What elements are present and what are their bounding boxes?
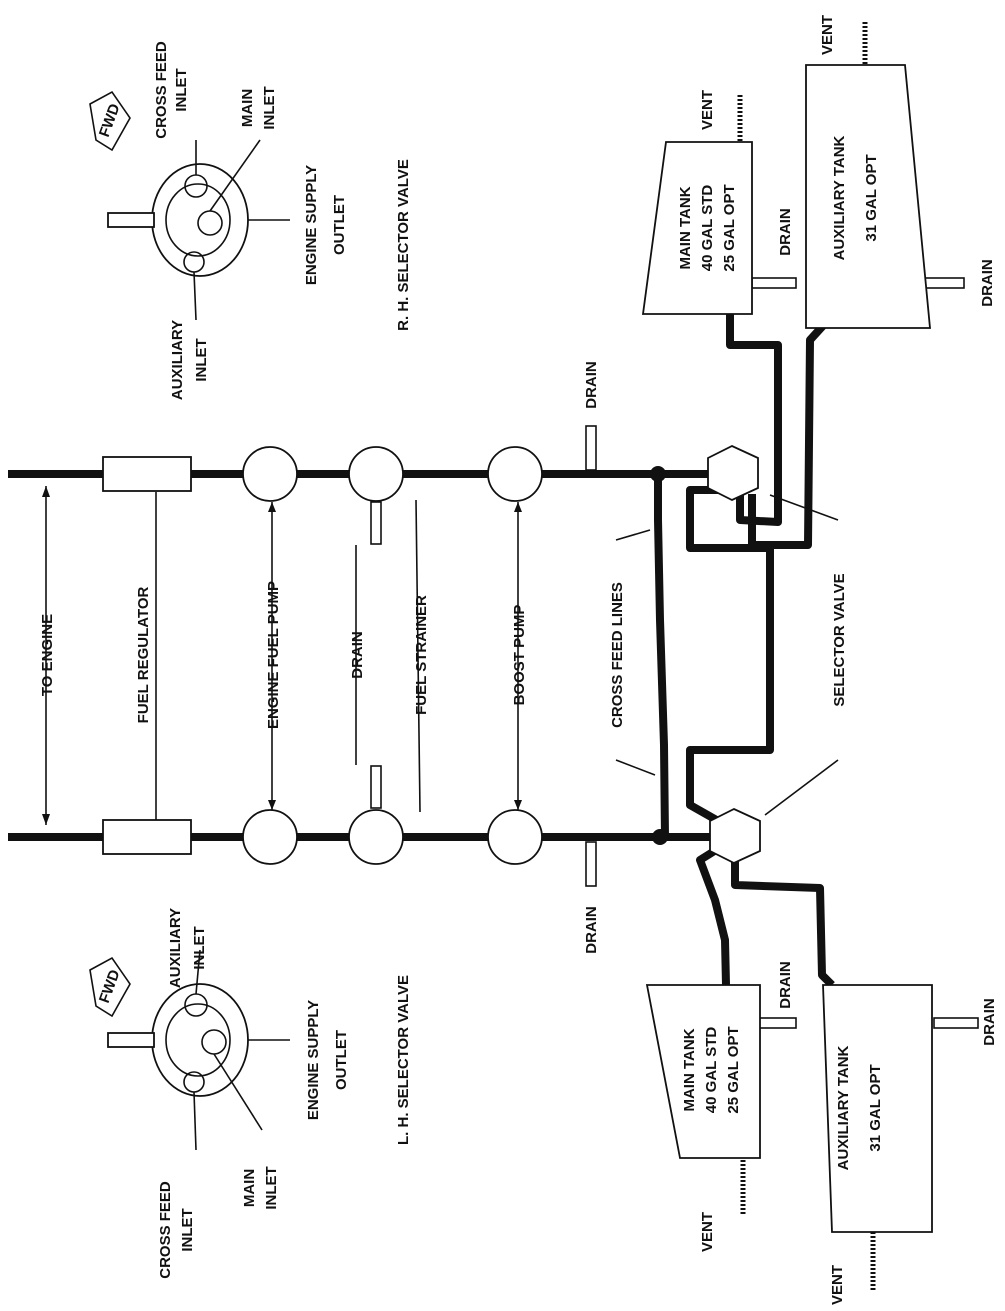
- rh-auxiliary-inlet-line2: INLET: [193, 338, 210, 381]
- lh-fuel-regulator: [102, 819, 192, 855]
- lh-aux-tank-line2: 31 GAL OPT: [867, 1064, 884, 1151]
- lh-auxiliary-inlet-line2: INLET: [191, 926, 208, 969]
- lh-selector-valve-title: L. H. SELECTOR VALVE: [395, 975, 412, 1145]
- rh-selector-valve: [707, 445, 759, 501]
- lh-valve-detail: [89, 949, 290, 1151]
- rh-engine-supply-outlet-line2: OUTLET: [331, 195, 348, 255]
- selector-valve-label: SELECTOR VALVE: [831, 573, 848, 706]
- drain-label-rh-aux: DRAIN: [979, 259, 996, 307]
- drain-label-lh-main: DRAIN: [777, 961, 794, 1009]
- rh-engine-fuel-pump: [242, 446, 298, 502]
- lh-fwd-label: FWD: [96, 967, 124, 1005]
- to-engine-label: TO ENGINE: [39, 614, 56, 696]
- fuel-regulator-label: FUEL REGULATOR: [135, 586, 152, 723]
- rh-aux-tank-line2: 31 GAL OPT: [863, 154, 880, 241]
- lh-main-tank-line2: 40 GAL STD: [703, 1027, 720, 1114]
- rh-crossfeed-junction: [650, 466, 666, 482]
- lh-main-tank-line1: MAIN TANK: [681, 1028, 698, 1111]
- lh-main-tank: [645, 984, 761, 1159]
- lh-cross-feed-inlet-line1: CROSS FEED: [157, 1181, 174, 1279]
- rh-main-tank-line2: 40 GAL STD: [699, 185, 716, 272]
- rh-fwd-label: FWD: [96, 101, 124, 139]
- lh-aux-tank-line1: AUXILIARY TANK: [835, 1045, 852, 1170]
- leader-lines: [42, 486, 839, 825]
- boost-pump-label: BOOST PUMP: [511, 605, 528, 706]
- fuel-strainer-label: FUEL STRAINER: [413, 595, 430, 715]
- drain-label-center: DRAIN: [349, 631, 366, 679]
- lh-main-inlet-line1: MAIN: [241, 1169, 258, 1207]
- rh-fuel-regulator: [102, 456, 192, 492]
- lh-main-inlet-line2: INLET: [263, 1166, 280, 1209]
- lh-selector-valve: [709, 808, 761, 864]
- rh-selector-valve-title: R. H. SELECTOR VALVE: [395, 159, 412, 331]
- drain-label-rh-line: DRAIN: [583, 361, 600, 409]
- rh-boost-pump: [487, 446, 543, 502]
- rh-cross-feed-inlet-line2: INLET: [173, 68, 190, 111]
- drain-label-lh-aux: DRAIN: [981, 998, 998, 1046]
- vents: [737, 22, 876, 1292]
- lh-tank-lines: [696, 846, 835, 988]
- vent-label-rh-main: VENT: [699, 90, 716, 130]
- rh-main-tank-line1: MAIN TANK: [677, 186, 694, 269]
- rh-aux-tank-line1: AUXILIARY TANK: [831, 135, 848, 260]
- rh-engine-supply-outlet-line1: ENGINE SUPPLY: [303, 165, 320, 285]
- rh-main-inlet-line1: MAIN: [239, 89, 256, 127]
- rh-fuel-strainer: [348, 446, 404, 502]
- cross-feed-lines-label: CROSS FEED LINES: [609, 582, 626, 728]
- lh-main-tank-line3: 25 GAL OPT: [725, 1026, 742, 1113]
- drain-pipes: [370, 277, 979, 1029]
- lh-crossfeed-junction: [652, 829, 668, 845]
- lh-fwd-arrow-icon: [89, 956, 131, 1018]
- engine-fuel-pump-label: ENGINE FUEL PUMP: [265, 581, 282, 729]
- lh-cross-feed-inlet-line2: INLET: [179, 1208, 196, 1251]
- lh-engine-fuel-pump: [242, 809, 298, 865]
- lh-auxiliary-tank: [822, 984, 933, 1233]
- rh-valve-detail: [89, 90, 290, 321]
- lh-boost-pump: [487, 809, 543, 865]
- rh-main-tank-line3: 25 GAL OPT: [721, 184, 738, 271]
- drain-label-rh-main: DRAIN: [777, 208, 794, 256]
- rh-main-inlet-line2: INLET: [261, 86, 278, 129]
- rh-cross-feed-inlet-line1: CROSS FEED: [153, 41, 170, 139]
- rh-tank-lines: [726, 305, 833, 549]
- vent-label-lh-main: VENT: [699, 1212, 716, 1252]
- lh-fuel-strainer: [348, 809, 404, 865]
- drain-label-lh-line: DRAIN: [583, 906, 600, 954]
- rh-auxiliary-inlet-line1: AUXILIARY: [169, 320, 186, 400]
- lh-engine-supply-outlet-line2: OUTLET: [333, 1030, 350, 1090]
- rh-auxiliary-tank: [805, 64, 931, 329]
- vent-label-rh-aux: VENT: [819, 15, 836, 55]
- rh-main-tank: [641, 141, 753, 315]
- lh-engine-supply-outlet-line1: ENGINE SUPPLY: [305, 1000, 322, 1120]
- rh-fwd-arrow-icon: [89, 90, 131, 152]
- vent-label-lh-aux: VENT: [829, 1265, 846, 1305]
- lh-auxiliary-inlet-line1: AUXILIARY: [167, 908, 184, 988]
